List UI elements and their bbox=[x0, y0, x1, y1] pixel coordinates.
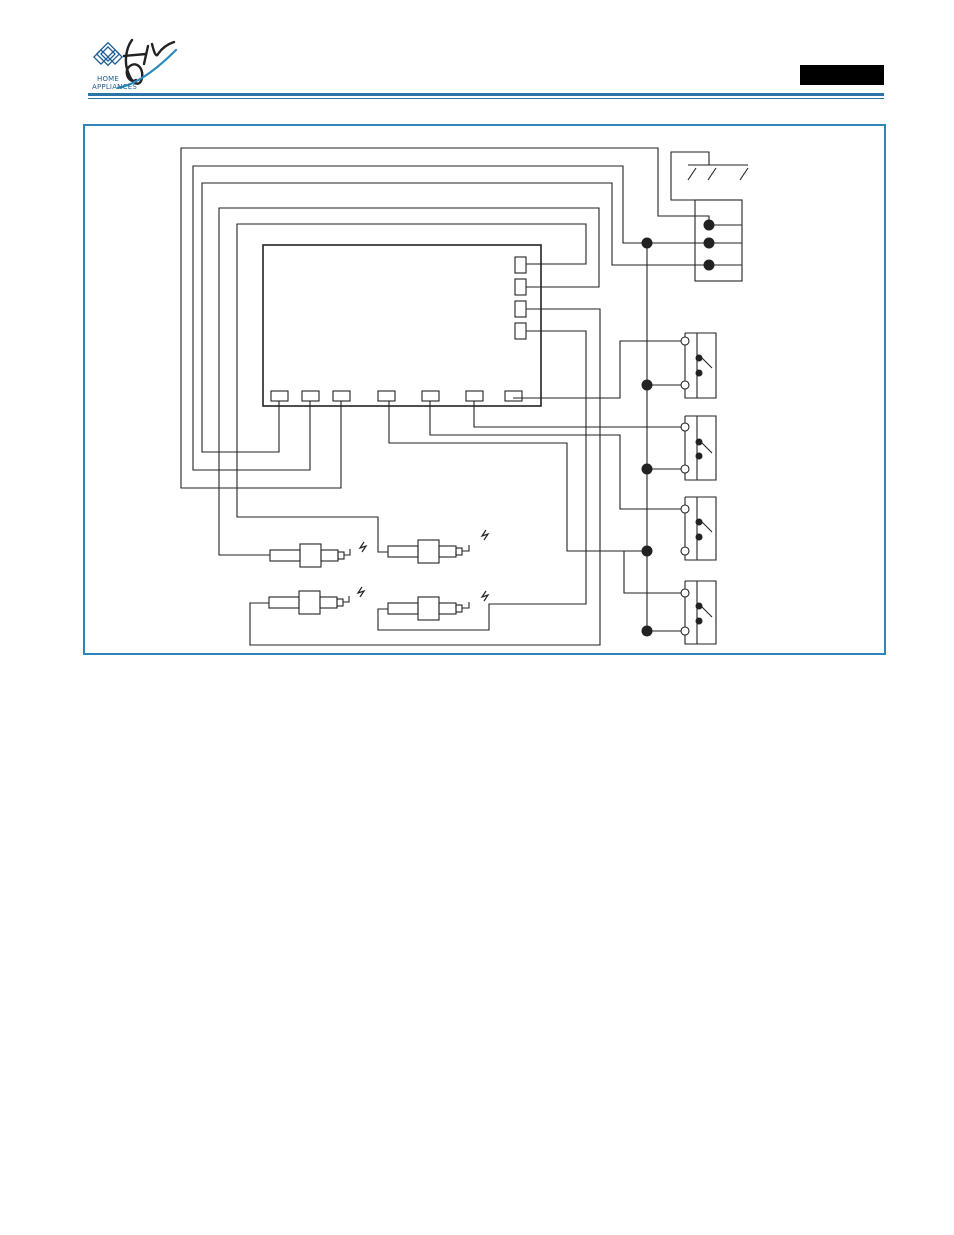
switch-terminals bbox=[681, 337, 689, 635]
wire-5 bbox=[237, 224, 586, 552]
board-connector-r3 bbox=[515, 301, 526, 317]
board-connector-b7 bbox=[505, 391, 522, 401]
wire-9 bbox=[474, 401, 685, 427]
ground-symbol bbox=[671, 152, 748, 200]
heating-element-3 bbox=[269, 587, 364, 614]
wire-2 bbox=[193, 166, 647, 470]
board-connector-b1 bbox=[271, 391, 288, 401]
terminal-block bbox=[695, 200, 742, 281]
wire-7 bbox=[378, 331, 586, 630]
wire-11 bbox=[389, 401, 647, 551]
switch-3 bbox=[685, 497, 716, 560]
board-connector-b4 bbox=[378, 391, 395, 401]
wire-12 bbox=[567, 551, 685, 593]
heating-element-4 bbox=[388, 591, 488, 620]
heating-element-2 bbox=[388, 530, 488, 563]
wire-4 bbox=[219, 208, 599, 555]
wire-6 bbox=[250, 309, 600, 645]
heating-element-1 bbox=[270, 542, 366, 567]
board-connector-b6 bbox=[466, 391, 483, 401]
junction-dots bbox=[642, 220, 715, 637]
control-board bbox=[263, 245, 541, 406]
board-connector-r4 bbox=[515, 323, 526, 339]
wire-3 bbox=[202, 183, 709, 452]
wire-1 bbox=[181, 148, 709, 488]
board-connector-b5 bbox=[422, 391, 439, 401]
wire-8 bbox=[513, 341, 685, 398]
board-connector-r1 bbox=[515, 257, 526, 273]
board-connector-b2 bbox=[302, 391, 319, 401]
board-connector-b3 bbox=[333, 391, 350, 401]
board-connector-r2 bbox=[515, 279, 526, 295]
